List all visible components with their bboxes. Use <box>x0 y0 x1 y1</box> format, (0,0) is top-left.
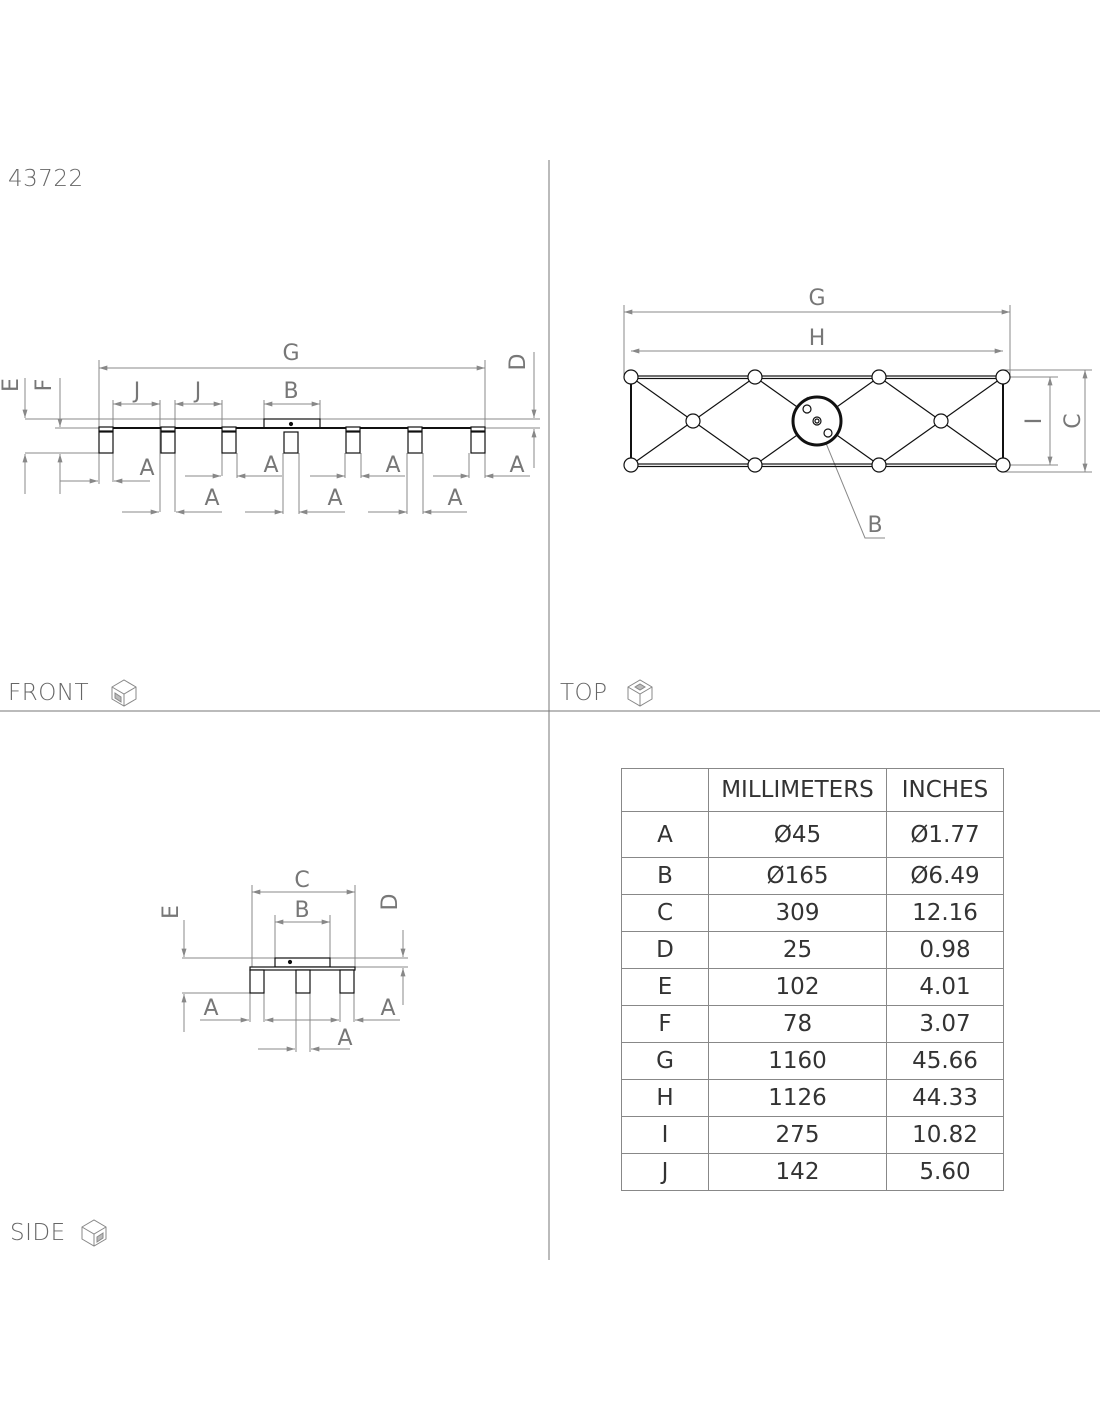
dim-label-h: H <box>809 326 826 351</box>
dim-label-a: A <box>327 486 342 511</box>
dim-letter: C <box>621 894 709 932</box>
mm-value: 78 <box>708 1005 887 1043</box>
view-cube-icon-side <box>81 1219 107 1247</box>
inch-value: 3.07 <box>886 1005 1004 1043</box>
view-label-top: TOP <box>560 680 608 706</box>
inch-value: 0.98 <box>886 931 1004 969</box>
dim-letter: F <box>621 1005 709 1043</box>
dim-label-a: A <box>204 486 219 511</box>
dim-letter: D <box>621 931 709 969</box>
inch-value: 12.16 <box>886 894 1004 932</box>
mm-value: Ø45 <box>708 811 887 858</box>
dim-label-a: A <box>509 453 524 478</box>
dim-label-b: B <box>294 898 309 923</box>
mm-value: 102 <box>708 968 887 1006</box>
header-inches: INCHES <box>886 768 1004 812</box>
dim-label-a: A <box>337 1026 352 1051</box>
dim-label-a: A <box>447 486 462 511</box>
side-dimension-labels: C B E D A A A <box>159 868 403 1051</box>
dim-label-a: A <box>380 996 395 1021</box>
dim-label-c: C <box>294 868 309 893</box>
dim-label-a: A <box>263 453 278 478</box>
top-dimension-labels: G H I C B <box>808 286 1086 538</box>
inch-value: 4.01 <box>886 968 1004 1006</box>
dim-letter: E <box>621 968 709 1006</box>
view-cube-icon-front <box>111 679 137 707</box>
side-fixture <box>249 957 356 994</box>
dim-label-i: I <box>1022 418 1047 425</box>
dim-letter: A <box>621 811 709 858</box>
inch-value: 10.82 <box>886 1116 1004 1154</box>
dim-label-e: E <box>0 378 24 392</box>
inch-value: Ø6.49 <box>886 857 1004 895</box>
dim-label-d: D <box>378 894 403 911</box>
mm-value: 275 <box>708 1116 887 1154</box>
table-header-row: MILLIMETERS INCHES <box>621 768 1004 812</box>
mm-value: 309 <box>708 894 887 932</box>
dim-label-a: A <box>385 453 400 478</box>
top-fixture <box>623 369 1011 473</box>
dim-letter: H <box>621 1079 709 1117</box>
product-number: 43722 <box>8 166 84 192</box>
header-cell <box>621 768 709 812</box>
inch-value: Ø1.77 <box>886 811 1004 858</box>
inch-value: 44.33 <box>886 1079 1004 1117</box>
front-fixture <box>98 418 486 454</box>
dim-letter: B <box>621 857 709 895</box>
side-view-dimensions <box>181 885 408 1052</box>
inch-value: 5.60 <box>886 1153 1004 1191</box>
top-view-dimensions <box>623 305 1092 539</box>
mm-value: 1160 <box>708 1042 887 1080</box>
mm-value: 1126 <box>708 1079 887 1117</box>
dim-label-g: G <box>282 341 299 366</box>
dim-label-j: J <box>132 379 141 404</box>
dim-label-d: D <box>506 354 531 371</box>
dim-label-e: E <box>159 905 184 919</box>
view-label-front: FRONT <box>8 680 90 706</box>
mm-value: 25 <box>708 931 887 969</box>
dim-letter: G <box>621 1042 709 1080</box>
dim-letter: J <box>621 1153 709 1191</box>
dim-letter: I <box>621 1116 709 1154</box>
dim-label-b: B <box>867 513 882 538</box>
dim-label-f: F <box>32 379 57 392</box>
inch-value: 45.66 <box>886 1042 1004 1080</box>
mm-value: 142 <box>708 1153 887 1191</box>
mm-value: Ø165 <box>708 857 887 895</box>
dim-label-a: A <box>139 456 154 481</box>
front-dimension-labels: G J J B D E F A A A A A A A <box>0 341 531 511</box>
dim-label-j: J <box>193 379 202 404</box>
view-cube-icon-top <box>627 679 653 707</box>
dim-label-a: A <box>203 996 218 1021</box>
view-label-side: SIDE <box>10 1220 66 1246</box>
dim-label-g: G <box>808 286 825 311</box>
dim-label-c: C <box>1061 413 1086 428</box>
dim-label-b: B <box>283 379 298 404</box>
header-millimeters: MILLIMETERS <box>708 768 887 812</box>
